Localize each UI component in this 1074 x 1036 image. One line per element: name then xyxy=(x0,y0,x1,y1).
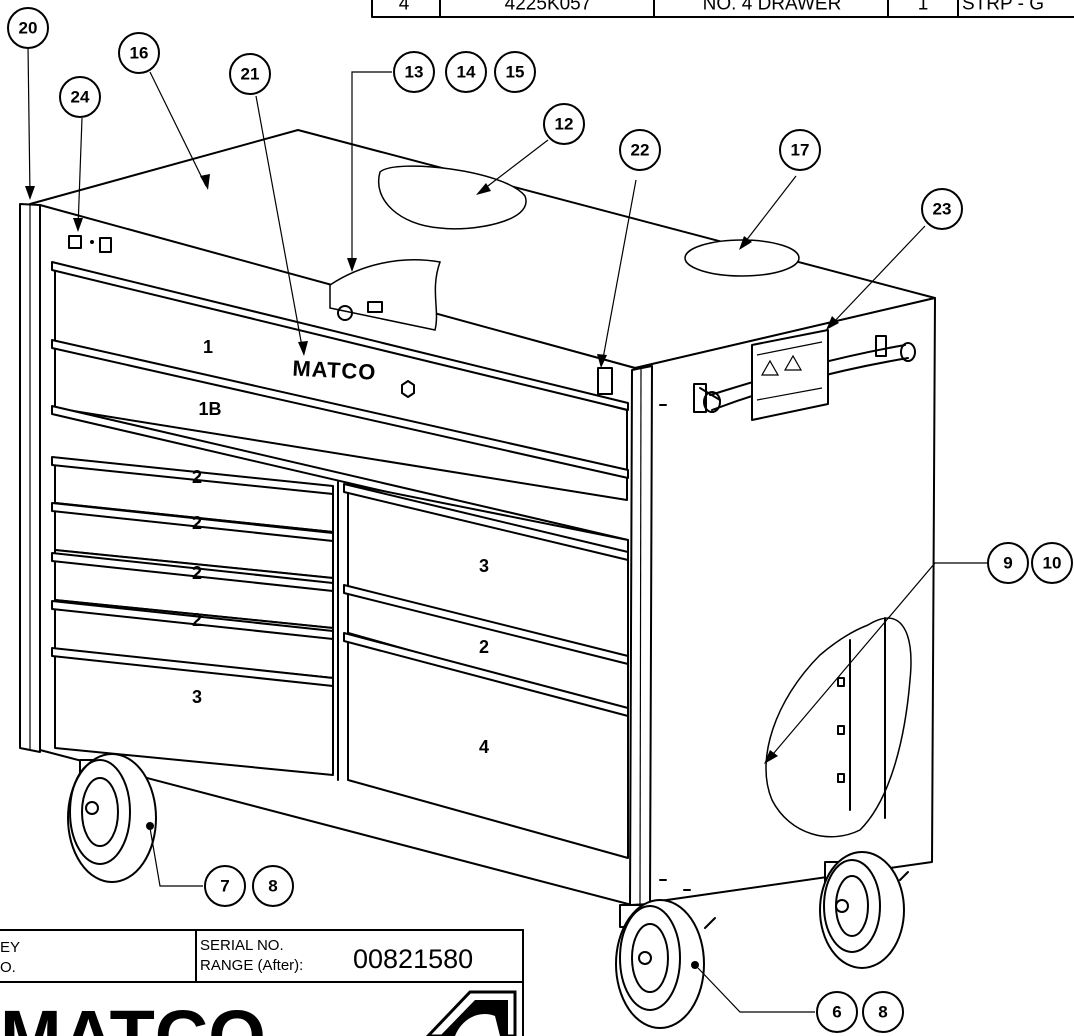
callout-21 xyxy=(229,53,271,95)
callout-16 xyxy=(118,32,160,74)
caster-right-front xyxy=(615,899,716,1029)
svg-text:24: 24 xyxy=(71,88,90,107)
svg-text:14: 14 xyxy=(457,63,476,82)
callout-8-left xyxy=(252,865,294,907)
left-handle-1 xyxy=(51,456,334,495)
brand-logo-text: MATCO xyxy=(0,995,266,1036)
drawer-logo: MATCO xyxy=(292,356,377,385)
drawer-label-1b: 1B xyxy=(198,399,221,419)
svg-text:17: 17 xyxy=(791,141,810,160)
callout-17 xyxy=(779,129,821,171)
callout-balloons: 20 16 24 21 13 14 15 12 22 17 23 9 10 7 … xyxy=(7,7,1073,1033)
lock-icon xyxy=(337,305,353,321)
serial-label-1: SERIAL NO. xyxy=(200,937,284,954)
brand-emblem-icon xyxy=(425,990,517,1036)
callout-10 xyxy=(1031,542,1073,584)
right-handle-3 xyxy=(343,632,629,717)
top-cutaway-12 xyxy=(377,165,527,230)
usb-port-icon xyxy=(99,237,112,253)
svg-text:16: 16 xyxy=(130,44,149,63)
drawer-label-3-right: 3 xyxy=(479,556,489,576)
callout-24 xyxy=(59,76,101,118)
svg-text:23: 23 xyxy=(933,200,952,219)
left-handle-5 xyxy=(51,647,334,687)
callout-7 xyxy=(204,865,246,907)
right-handle-2 xyxy=(343,584,629,665)
drawer-label-1: 1 xyxy=(203,337,213,357)
callout-8-right xyxy=(862,991,904,1033)
caster-right-rear xyxy=(819,851,909,969)
svg-text:13: 13 xyxy=(405,63,424,82)
drawer-label-2a: 2 xyxy=(192,467,202,487)
svg-text:8: 8 xyxy=(878,1003,887,1022)
svg-text:20: 20 xyxy=(19,19,38,38)
callout-9 xyxy=(987,542,1029,584)
key-label-1: EY xyxy=(0,939,20,956)
drawer-label-2-right: 2 xyxy=(479,637,489,657)
left-handle-3 xyxy=(51,552,334,592)
callout-20 xyxy=(7,7,49,49)
casters xyxy=(67,753,909,1029)
power-switch-icon xyxy=(68,235,82,249)
table-quantity: 1 xyxy=(918,0,929,15)
left-handle-4 xyxy=(51,600,334,640)
drawer-label-2b: 2 xyxy=(192,513,202,533)
drawer-1-handle xyxy=(51,261,629,411)
badge-icon xyxy=(597,367,613,395)
callout-13 xyxy=(393,51,435,93)
svg-text:6: 6 xyxy=(832,1003,841,1022)
side-details xyxy=(659,329,916,891)
table-description: NO. 4 DRAWER xyxy=(703,0,842,15)
drawer-label-4: 4 xyxy=(479,737,489,757)
key-label-2: O. xyxy=(0,959,16,976)
svg-text:22: 22 xyxy=(631,141,650,160)
svg-text:21: 21 xyxy=(241,65,260,84)
table-stripe: STRP - G xyxy=(962,0,1044,15)
title-block: EY O. SERIAL NO. RANGE (After): 00821580… xyxy=(0,929,524,1036)
svg-text:8: 8 xyxy=(268,877,277,896)
logo-hex-icon xyxy=(401,380,415,398)
svg-text:9: 9 xyxy=(1003,554,1012,573)
drawers: 1 1B 2 2 2 2 3 3 2 4 MATCO xyxy=(51,261,629,859)
left-handle-2 xyxy=(51,502,334,542)
parts-table: 4 4225K057 NO. 4 DRAWER 1 STRP - G xyxy=(371,0,1074,18)
callout-14 xyxy=(445,51,487,93)
svg-text:12: 12 xyxy=(555,115,574,134)
drawer-label-2d: 2 xyxy=(192,610,202,630)
table-item-number: 4 xyxy=(399,0,410,15)
callout-6 xyxy=(816,991,858,1033)
callout-22 xyxy=(619,129,661,171)
svg-text:15: 15 xyxy=(506,63,525,82)
svg-text:10: 10 xyxy=(1043,554,1062,573)
caster-left-front xyxy=(67,753,157,883)
drawer-label-3-left: 3 xyxy=(192,687,202,707)
right-handle-1 xyxy=(343,483,629,561)
top-cutaway-17 xyxy=(684,239,800,277)
drawer-label-2c: 2 xyxy=(192,563,202,583)
svg-text:7: 7 xyxy=(220,877,229,896)
callout-23 xyxy=(921,188,963,230)
callout-12 xyxy=(543,103,585,145)
leader-lines xyxy=(25,45,988,1013)
callout-15 xyxy=(494,51,536,93)
table-part-number: 4225K057 xyxy=(505,0,592,15)
lock-cutaway xyxy=(329,259,442,331)
serial-label-2: RANGE (After): xyxy=(200,957,303,974)
serial-number: 00821580 xyxy=(353,944,473,974)
drawer-1b-handle xyxy=(51,339,629,479)
